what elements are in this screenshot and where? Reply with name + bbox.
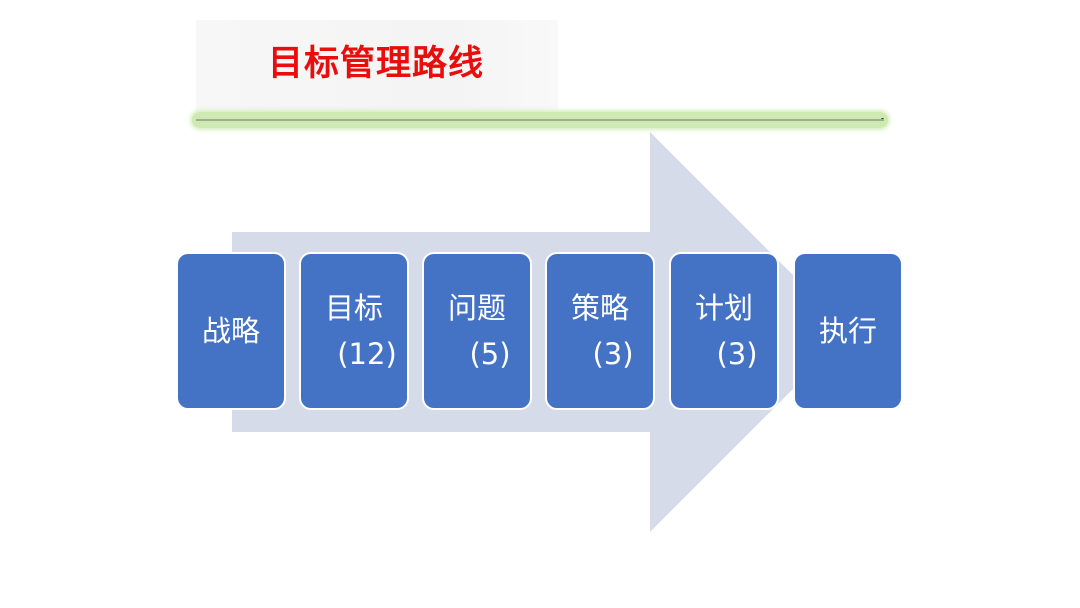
step-label: 执行 <box>818 314 877 348</box>
step-box-plan: 计划 (3) <box>669 252 779 410</box>
page-title: 目标管理路线 <box>268 44 485 84</box>
step-label: 目标 <box>324 291 383 325</box>
step-count: (12) <box>337 337 397 371</box>
step-box-tactic: 策略 (3) <box>545 252 655 410</box>
title-panel <box>196 20 558 112</box>
step-label: 战略 <box>201 314 260 348</box>
step-count: (3) <box>716 337 758 371</box>
title-underline-rule <box>192 112 888 128</box>
step-box-objective: 目标 (12) <box>299 252 409 410</box>
process-arrow-shape <box>232 132 850 532</box>
step-label: 问题 <box>447 291 506 325</box>
step-label: 计划 <box>694 291 753 325</box>
step-box-problem: 问题 (5) <box>422 252 532 410</box>
step-count: (3) <box>592 337 634 371</box>
step-count: (5) <box>469 337 511 371</box>
step-label: 策略 <box>570 291 629 325</box>
step-box-execution: 执行 <box>793 252 903 410</box>
step-box-strategy: 战略 <box>176 252 286 410</box>
